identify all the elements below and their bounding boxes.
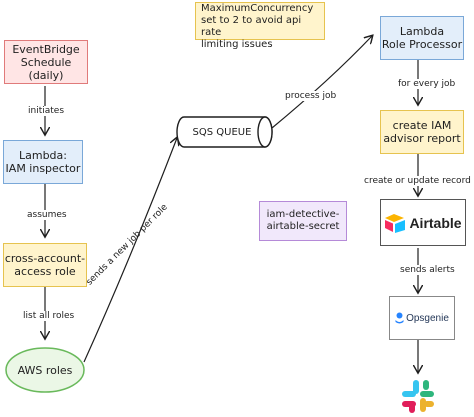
opsgenie-icon — [395, 312, 404, 324]
opsgenie-wordmark: Opsgenie — [406, 312, 449, 324]
cross-account-role-node: cross-account- access role — [3, 243, 87, 287]
edge-label-every-job: for every job — [396, 79, 458, 89]
opsgenie-logo-box: Opsgenie — [389, 296, 455, 340]
lambda-processor-node: Lambda Role Processor — [380, 16, 464, 60]
iam-report-node: create IAM advisor report — [380, 110, 464, 154]
eventbridge-node: EventBridge Schedule (daily) — [4, 40, 88, 84]
aws-roles-ellipse — [5, 347, 85, 393]
airtable-secret-node: iam-detective- airtable-secret — [259, 201, 347, 241]
lambda-inspector-node: Lambda: IAM inspector — [3, 140, 83, 184]
concurrency-note: Lambda MaximumConcurrency set to 2 to av… — [195, 0, 325, 50]
aws-roles-label: AWS roles — [17, 363, 73, 377]
arrow-awsroles-to-sqs — [83, 138, 177, 363]
edge-label-process-job: process job — [283, 91, 339, 101]
airtable-icon — [385, 213, 406, 233]
sqs-queue-label: SQS QUEUE — [192, 126, 252, 138]
edge-label-assumes: assumes — [25, 210, 69, 220]
slack-icon — [402, 380, 434, 413]
edge-label-list-roles: list all roles — [21, 311, 77, 321]
sqs-queue-cylinder — [176, 116, 273, 148]
arrow-sqs-to-processor — [271, 36, 372, 129]
airtable-wordmark: Airtable — [409, 214, 462, 231]
edge-label-initiates: initiates — [26, 106, 67, 116]
edge-label-sends-alerts: sends alerts — [398, 265, 457, 275]
airtable-logo-box: Airtable — [380, 199, 466, 246]
edge-label-create-update: create or update record — [362, 176, 474, 186]
